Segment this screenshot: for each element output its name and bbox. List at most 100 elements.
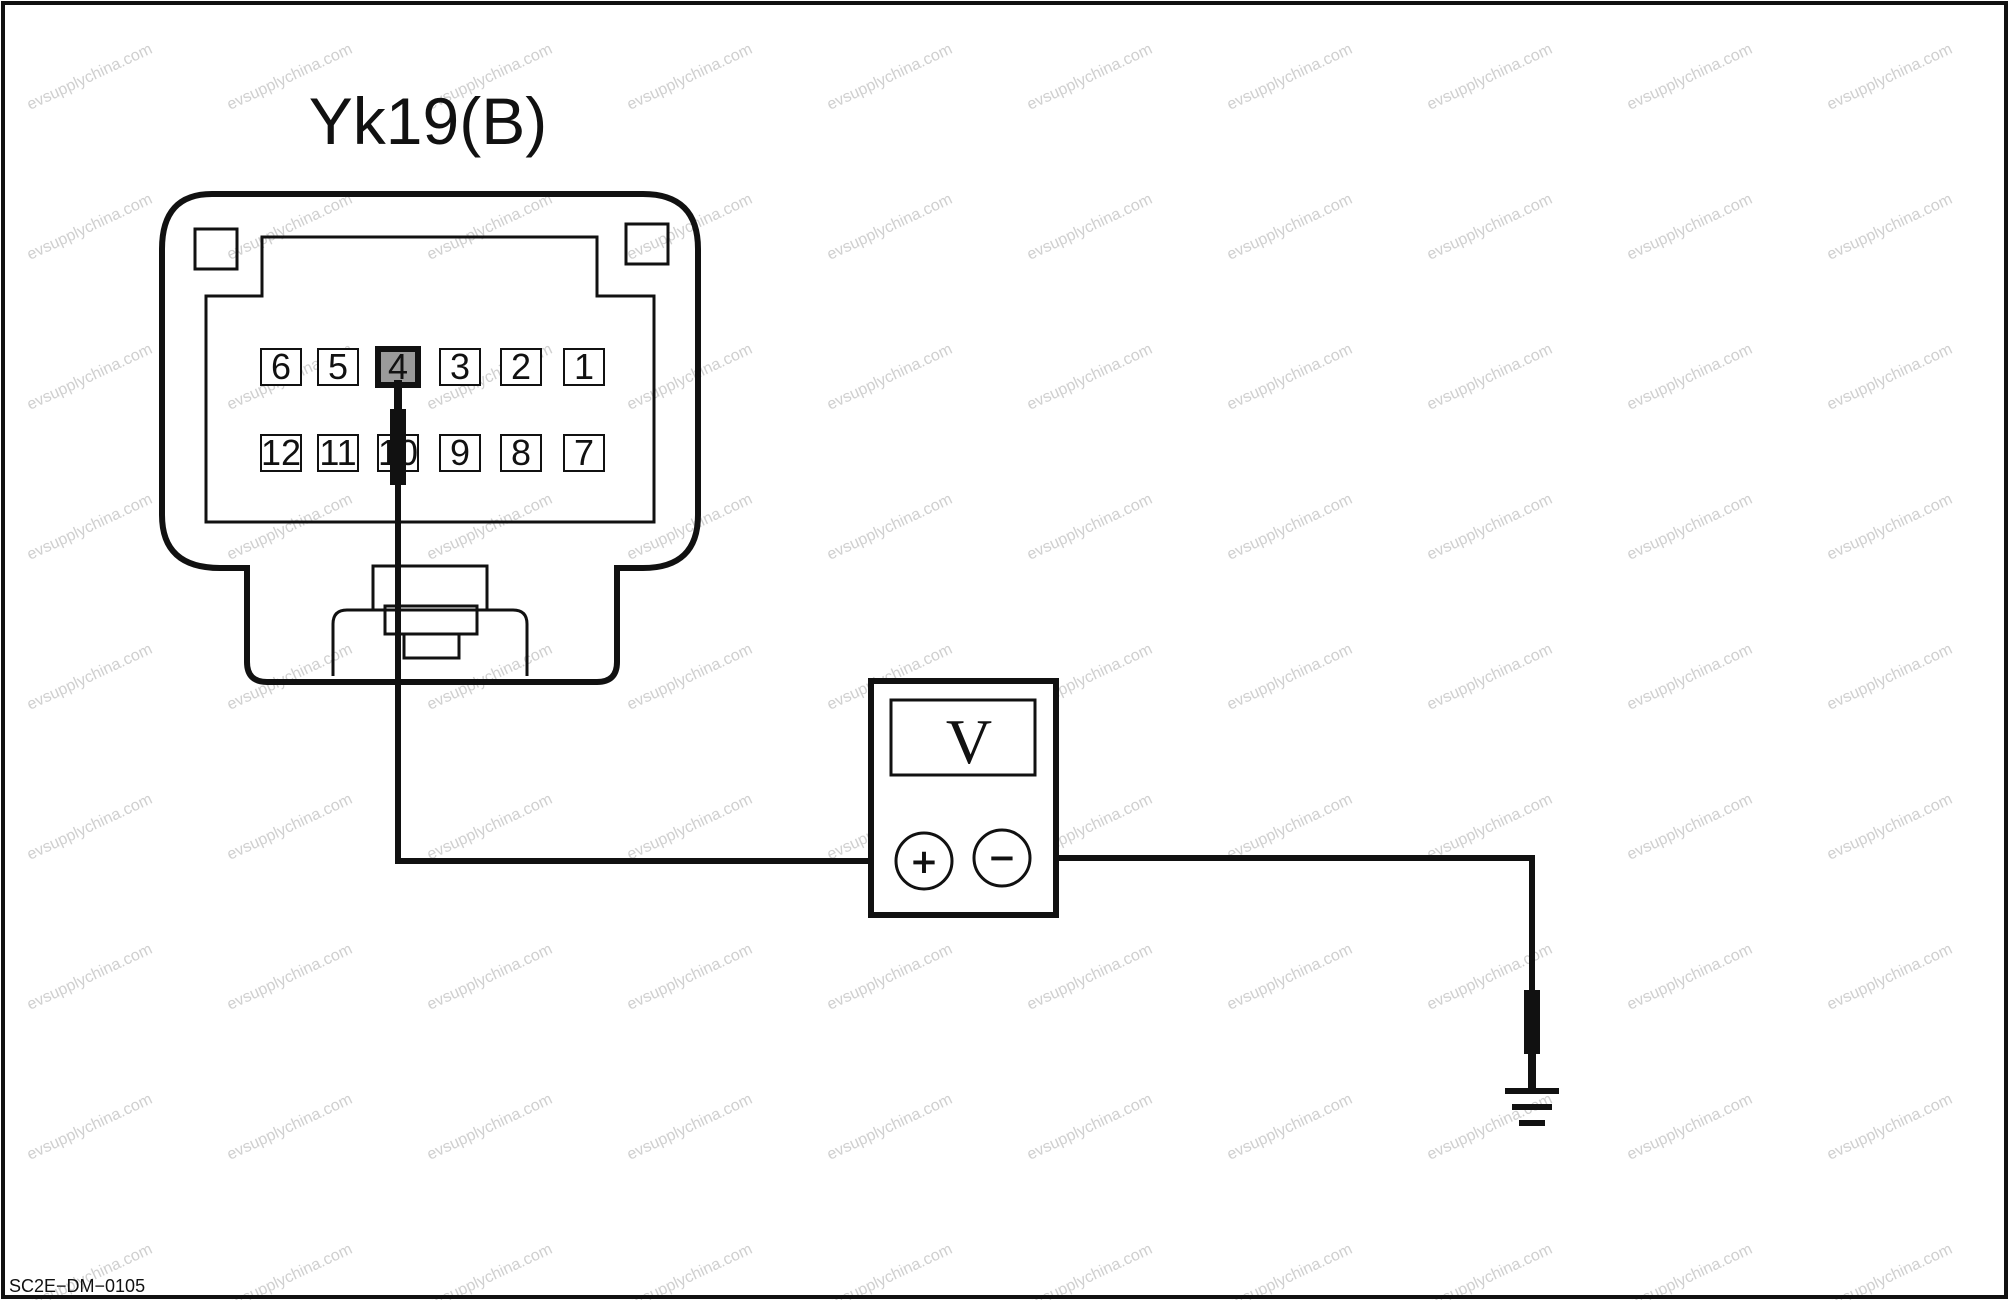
watermark-text: evsupplychina.com (1025, 41, 1156, 114)
watermark-text: evsupplychina.com (1225, 41, 1356, 114)
watermark-text: evsupplychina.com (225, 1091, 356, 1164)
watermark-text: evsupplychina.com (1825, 41, 1956, 114)
watermark-text: evsupplychina.com (1625, 341, 1756, 414)
watermark-text: evsupplychina.com (825, 191, 956, 264)
watermark-text: evsupplychina.com (25, 941, 156, 1014)
watermark-text: evsupplychina.com (825, 941, 956, 1014)
watermark-text: evsupplychina.com (1425, 191, 1556, 264)
pin-label-1: 1 (574, 346, 594, 387)
watermark-text: evsupplychina.com (1425, 341, 1556, 414)
watermark-text: evsupplychina.com (25, 341, 156, 414)
pin-label-2: 2 (511, 346, 531, 387)
watermark-text: evsupplychina.com (625, 1091, 756, 1164)
watermark-text: evsupplychina.com (1425, 1091, 1556, 1164)
watermark-text: evsupplychina.com (1025, 191, 1156, 264)
pin-label-6: 6 (271, 346, 291, 387)
watermark-text: evsupplychina.com (825, 1241, 956, 1300)
wires (395, 480, 1535, 992)
watermark-text: evsupplychina.com (1025, 1241, 1156, 1300)
pin-box-3 (439, 348, 481, 386)
watermark-text: evsupplychina.com (625, 341, 756, 414)
watermark-text: evsupplychina.com (1225, 341, 1356, 414)
connector-cavity (204, 235, 656, 524)
watermark-text: evsupplychina.com (425, 791, 556, 864)
watermark-text: evsupplychina.com (1625, 41, 1756, 114)
pin-label-12: 12 (261, 432, 301, 473)
watermark-text: evsupplychina.com (425, 1241, 556, 1300)
watermark-text: evsupplychina.com (1825, 941, 1956, 1014)
watermark-text: evsupplychina.com (625, 1241, 756, 1300)
watermark-text: evsupplychina.com (825, 491, 956, 564)
watermark-text: evsupplychina.com (1825, 491, 1956, 564)
watermark-text: evsupplychina.com (625, 191, 756, 264)
voltmeter-display (889, 698, 1037, 777)
watermark-text: evsupplychina.com (1225, 1241, 1356, 1300)
pin-box-1 (563, 348, 605, 386)
corner-square-left (193, 227, 239, 271)
latch-slot (402, 632, 461, 660)
wire-positive (395, 480, 893, 864)
positive-terminal (894, 831, 954, 891)
latch-lower (331, 608, 529, 676)
watermark-text: evsupplychina.com (1825, 191, 1956, 264)
connector-title: Yk19(B) (309, 84, 547, 158)
watermark-text: evsupplychina.com (1025, 941, 1156, 1014)
watermark-text: evsupplychina.com (1825, 1091, 1956, 1164)
watermark-text: evsupplychina.com (1825, 641, 1956, 714)
probe-positive-body (390, 409, 406, 485)
watermark-text: evsupplychina.com (1425, 41, 1556, 114)
watermark-text: evsupplychina.com (1225, 641, 1356, 714)
pin-box-8 (500, 434, 542, 472)
probe-negative (1524, 990, 1540, 1092)
watermark-text: evsupplychina.com (1425, 791, 1556, 864)
negative-terminal (972, 828, 1032, 888)
connector-housing (159, 191, 701, 685)
watermark-text: evsupplychina.com (1625, 641, 1756, 714)
pin-label-5: 5 (328, 346, 348, 387)
watermark-text: evsupplychina.com (1225, 941, 1356, 1014)
watermark-text: evsupplychina.com (225, 191, 356, 264)
watermark-text: evsupplychina.com (425, 941, 556, 1014)
watermark-text: evsupplychina.com (425, 491, 556, 564)
watermark-text: evsupplychina.com (1025, 1091, 1156, 1164)
pin-box-7 (563, 434, 605, 472)
pin-box-6 (260, 348, 302, 386)
watermark-text: evsupplychina.com (1025, 491, 1156, 564)
watermark-text: evsupplychina.com (625, 641, 756, 714)
pin-label-9: 9 (450, 432, 470, 473)
watermark-layer: evsupplychina.com evsupplychina.com evsupp… (25, 41, 1956, 1300)
watermark-text: evsupplychina.com (1425, 1241, 1556, 1300)
watermark-text: evsupplychina.com (1025, 341, 1156, 414)
watermark-text: evsupplychina.com (1825, 791, 1956, 864)
watermark-text: evsupplychina.com (25, 41, 156, 114)
watermark-text: evsupplychina.com (25, 791, 156, 864)
pin-label-4: 4 (388, 346, 408, 387)
watermark-text: evsupplychina.com (625, 41, 756, 114)
latch-upper (371, 564, 489, 610)
watermark-text: evsupplychina.com (825, 41, 956, 114)
watermark-text: evsupplychina.com (425, 641, 556, 714)
pin-box-12 (260, 434, 302, 472)
watermark-text: evsupplychina.com (25, 641, 156, 714)
watermark-text: evsupplychina.com (1625, 1091, 1756, 1164)
wire-negative (1030, 855, 1535, 992)
pin-box-9 (439, 434, 481, 472)
watermark-text: evsupplychina.com (25, 191, 156, 264)
watermark-text: evsupplychina.com (1825, 1241, 1956, 1300)
connector-outline (159, 191, 701, 685)
watermark-text: evsupplychina.com (25, 1091, 156, 1164)
negative-terminal-sign: − (988, 838, 1017, 878)
watermark-text: evsupplychina.com (425, 191, 556, 264)
document-code: SC2E−DM−0105 (9, 1276, 145, 1296)
watermark-text: evsupplychina.com (1825, 341, 1956, 414)
watermark-text: evsupplychina.com (25, 491, 156, 564)
probe-negative-body (1524, 990, 1540, 1054)
watermark-text: evsupplychina.com (1625, 1241, 1756, 1300)
watermark-text: evsupplychina.com (1225, 791, 1356, 864)
pin-label-8: 8 (511, 432, 531, 473)
probe-positive-tip (394, 380, 402, 412)
watermark-text: evsupplychina.com (625, 941, 756, 1014)
voltmeter: V + − (868, 678, 1059, 918)
ground-icon (1505, 1088, 1559, 1126)
watermark-text: evsupplychina.com (1425, 491, 1556, 564)
